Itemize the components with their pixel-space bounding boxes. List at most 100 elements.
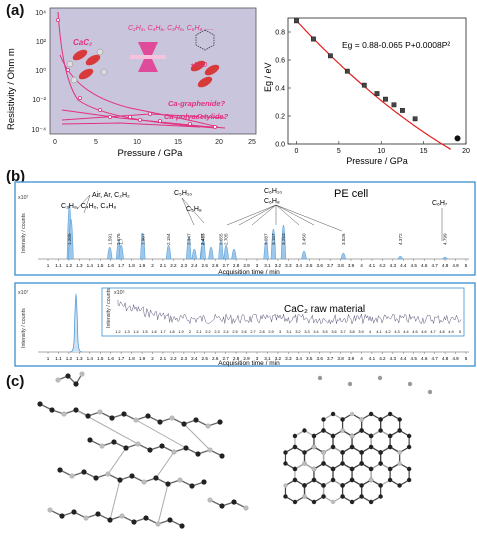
polyacetylide-chain-structure (37, 371, 249, 529)
carbon-atom (79, 371, 85, 377)
bandgap-ytick: 0.8 (275, 30, 285, 37)
pe-peak (200, 238, 206, 260)
carbon-atom (359, 450, 364, 455)
carbon-atom (155, 521, 161, 527)
xtick-label: 2.6 (212, 263, 219, 268)
bandgap-points (294, 18, 461, 142)
xtick-label: 4.2 (379, 356, 386, 361)
xtick-label: 1.1 (55, 356, 62, 361)
pe-peak-label: 1.907 (140, 233, 145, 245)
carbon-atom (147, 447, 153, 453)
inset-xtick: 2.2 (205, 330, 210, 334)
inset-xtick: 3.9 (358, 330, 363, 334)
bandgap-point (383, 96, 388, 102)
pe-xlabel: Acquisition time / min (218, 269, 280, 276)
bandgap-point (454, 135, 461, 142)
carbon-atom (406, 477, 412, 483)
carbon-atom (340, 494, 345, 499)
pe-peak-label: 3.253 (281, 233, 286, 245)
pe-peak (186, 236, 192, 260)
pe-peak-label: 2.477 (200, 233, 205, 245)
pe-title: PE cell (334, 188, 368, 200)
carbon-atom (181, 421, 187, 427)
carbon-atom (292, 499, 298, 505)
resistivity-y-ticks: 10⁴ 10² 10⁰ 10⁻² 10⁻⁴ (32, 10, 47, 134)
inset-xtick: 1.2 (115, 330, 120, 334)
xtick-label: 2.9 (243, 263, 250, 268)
carbon-atom (321, 461, 326, 466)
carbon-atom (283, 494, 288, 499)
ytick-1e-4: 10⁻⁴ (32, 127, 47, 134)
xtick-label: 2.6 (212, 356, 219, 361)
carbon-atom (73, 407, 79, 413)
carbon-atom (330, 466, 336, 472)
xtick-label: 3.9 (348, 263, 355, 268)
carbon-atom (109, 415, 115, 421)
carbon-atom (340, 450, 345, 455)
carbon-atom (378, 417, 383, 422)
xtick-label: 2.7 (222, 263, 229, 268)
xtick-label: 4.9 (452, 356, 459, 361)
xtick-label: 1.5 (97, 356, 104, 361)
carbon-atom (292, 433, 298, 439)
carbon-atom (311, 433, 317, 439)
carbon-atom (145, 413, 151, 419)
pe-peak (218, 240, 224, 260)
xtick-label: 2 (151, 356, 154, 361)
product-structure-cartoon (190, 60, 220, 88)
inset-xtick: 3.3 (304, 330, 309, 334)
bandgap-ylabel: Eg / eV (263, 62, 273, 92)
xtick-label: 3.8 (337, 263, 344, 268)
ytick-1e2: 10² (36, 39, 47, 46)
inset-xtick: 3.1 (286, 330, 291, 334)
carbon-atom (95, 511, 101, 517)
bandgap-ytick: 0.0 (275, 142, 285, 149)
inset-xtick: 1.5 (142, 330, 147, 334)
xtick-label: 2.1 (160, 263, 167, 268)
inset-xtick: 3 (279, 330, 281, 334)
xtick-label: 5 (465, 263, 468, 268)
carbon-atom (85, 413, 91, 419)
xtick-label: 4.5 (411, 263, 418, 268)
xtick-label: 4.3 (390, 356, 397, 361)
carbon-atom (387, 411, 393, 417)
xtick-label: 1.2 (66, 356, 73, 361)
carbon-atom (83, 515, 89, 521)
carbon-atom (321, 483, 326, 488)
inset-xtick: 4.7 (430, 330, 435, 334)
carbon-atom (217, 419, 223, 425)
molecular-structures (37, 371, 433, 529)
pe-peak (397, 255, 404, 260)
cac2-label: CaC₂ (73, 38, 92, 47)
xtick-label: 3.5 (306, 263, 313, 268)
pe-peak-label: 1.205 (67, 233, 72, 245)
carbon-atom (171, 449, 177, 455)
carbon-atom (302, 494, 307, 499)
xtick-label: 1.5 (97, 263, 104, 268)
xtick-label: 3.6 (317, 263, 324, 268)
bandgap-point (294, 18, 299, 24)
xtick-label: 4.3 (390, 263, 397, 268)
inset-xtick: 2.1 (196, 330, 201, 334)
resistivity-xlabel: Pressure / GPa (118, 148, 184, 159)
carbon-atom (378, 461, 383, 466)
carbon-atom (57, 467, 63, 473)
carbon-atom (292, 477, 298, 483)
inset-xtick: 4 (369, 330, 371, 334)
inset-xtick: 1.4 (133, 330, 138, 334)
carbon-atom (359, 483, 364, 488)
cac2-chromatogram: x10⁷ Intensity / counts Intensity / coun… (14, 282, 476, 367)
bandgap-xtick: 10 (377, 148, 385, 155)
svg-text:C₆H₈: C₆H₈ (264, 198, 280, 205)
carbon-atom (179, 523, 185, 529)
svg-text:5: 5 (94, 139, 98, 146)
carbon-atom (359, 494, 364, 499)
svg-text:15: 15 (174, 139, 182, 146)
pe-peak (208, 246, 214, 260)
carbon-atom (321, 494, 326, 499)
carbon-atom (183, 445, 189, 451)
xtick-label: 3.7 (327, 263, 334, 268)
